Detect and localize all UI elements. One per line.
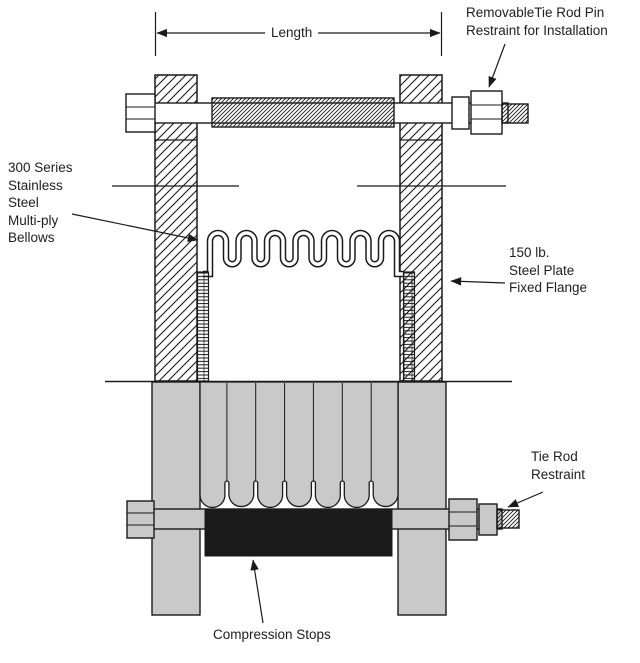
bellows-convolutions-outer <box>203 229 404 278</box>
compression-stops-arrow <box>250 559 264 624</box>
lower-left-column <box>151 381 201 616</box>
removable-tie-rod-pin <box>451 90 529 135</box>
right-fixed-flange-strip <box>402 271 416 382</box>
length-label-text: Length <box>271 25 313 40</box>
lower-assembly <box>126 381 520 616</box>
tie-rod-restraint-arrow <box>507 491 544 508</box>
tie-rod-restraint-label: Tie Rod Restraint <box>531 448 585 483</box>
bellows-arrow <box>71 213 199 243</box>
upper-left-bolt-head <box>125 93 156 133</box>
tie-rod-restraint-label-line2: Restraint <box>531 466 586 482</box>
bellows-label-line3: Steel <box>8 195 39 210</box>
tie-rod-restraint-label-line1: Tie Rod <box>531 449 578 464</box>
bellows-label-line4: Multi-ply <box>8 212 59 228</box>
compression-stops-label-text: Compression Stops <box>213 627 331 642</box>
upper-tie-rod-threaded-section <box>211 97 395 128</box>
lower-left-bolt-head <box>126 500 155 539</box>
fixed-flange-label: 150 lb. Steel Plate Fixed Flange <box>509 244 587 297</box>
fixed-flange-label-line3: Fixed Flange <box>509 280 588 295</box>
lobe-divider-lines <box>226 383 372 481</box>
rubber-bellows-lobes <box>199 381 399 509</box>
fixed-flange-arrow <box>450 277 506 286</box>
removable-pin-label-line1: RemovableTie Rod Pin <box>466 5 605 20</box>
fixed-flange-label-line2: Steel Plate <box>509 262 575 278</box>
upper-assembly <box>112 74 529 382</box>
lower-right-column <box>397 381 447 616</box>
length-label: Length <box>265 24 319 42</box>
bellows-label-line1: 300 Series <box>8 160 73 175</box>
removable-pin-label: RemovableTie Rod Pin Restraint for Insta… <box>466 4 608 39</box>
leader-arrows <box>71 43 544 624</box>
removable-pin-arrow <box>488 43 506 88</box>
bellows-convolutions-inner <box>203 231 404 276</box>
bellows-label-line2: Stainless <box>8 177 63 193</box>
bellows-label: 300 Series Stainless Steel Multi-ply Bel… <box>8 159 73 247</box>
compression-stops-label: Compression Stops <box>213 626 331 644</box>
tie-rod-restraint-nuts <box>448 498 520 541</box>
compression-stop-block <box>204 508 393 557</box>
fixed-flange-label-line1: 150 lb. <box>509 245 550 260</box>
bellows-label-line5: Bellows <box>8 230 55 245</box>
removable-pin-label-line2: Restraint for Installation <box>466 22 608 38</box>
left-fixed-flange-strip <box>196 271 210 382</box>
upper-left-flange-column <box>154 74 198 382</box>
